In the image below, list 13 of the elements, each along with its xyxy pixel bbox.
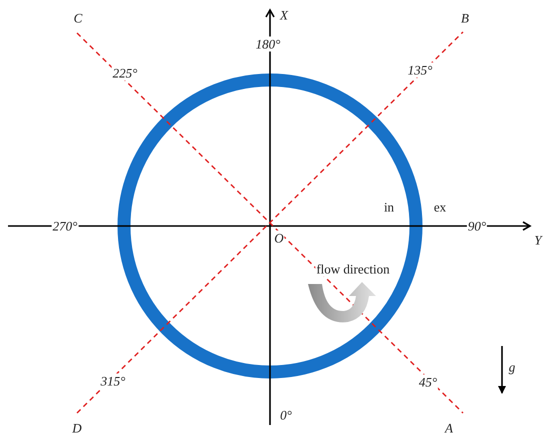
line-label: C xyxy=(72,10,84,26)
angle-label: 90° xyxy=(466,218,488,234)
angle-label: 0° xyxy=(279,408,293,422)
line-label: A xyxy=(444,420,454,436)
origin-label: O xyxy=(273,230,285,246)
angle-label: 135° xyxy=(406,62,434,78)
inner-side-label: in xyxy=(382,200,396,214)
angle-label: 315° xyxy=(100,374,126,388)
flow-label: flow direction xyxy=(315,262,391,276)
angle-label: 45° xyxy=(418,374,438,390)
angle-label: 180° xyxy=(254,36,282,52)
angle-label: 225° xyxy=(112,66,138,80)
angle-label: 270° xyxy=(52,218,78,234)
